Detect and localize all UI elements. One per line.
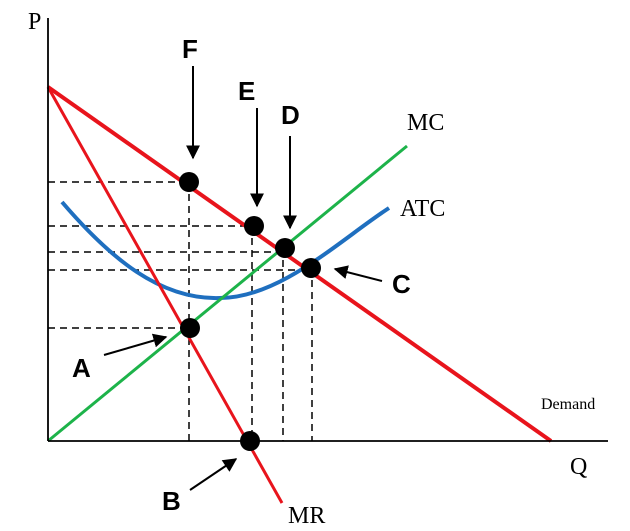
mr-curve: [46, 86, 284, 504]
point-c-marker: [301, 258, 321, 278]
demand-curve: [46, 85, 553, 443]
point-e-label: E: [238, 76, 255, 106]
point-d-label: D: [281, 100, 300, 130]
point-c-label: C: [392, 269, 411, 299]
points: [179, 172, 321, 451]
mr-curve-label: MR: [288, 503, 325, 529]
mc-curve: [47, 144, 408, 443]
atc-curve-label: ATC: [400, 196, 445, 222]
point-e-marker: [244, 216, 264, 236]
arrow-b: [189, 458, 238, 491]
pointer-arrows: [103, 66, 383, 491]
point-a-marker: [180, 318, 200, 338]
mc-curve-label: MC: [407, 110, 444, 136]
x-axis-label: Q: [570, 454, 587, 480]
point-b-label: B: [162, 486, 181, 516]
atc-curve: [60, 200, 391, 301]
point-a-label: A: [72, 353, 91, 383]
arrow-a: [103, 333, 168, 356]
y-axis-label: P: [28, 9, 41, 35]
point-f-label: F: [182, 34, 198, 64]
point-b-marker: [240, 431, 260, 451]
point-f-marker: [179, 172, 199, 192]
arrow-c: [333, 265, 383, 282]
point-d-marker: [275, 238, 295, 258]
demand-curve-label: Demand: [541, 396, 595, 413]
guide-lines: [48, 181, 313, 441]
